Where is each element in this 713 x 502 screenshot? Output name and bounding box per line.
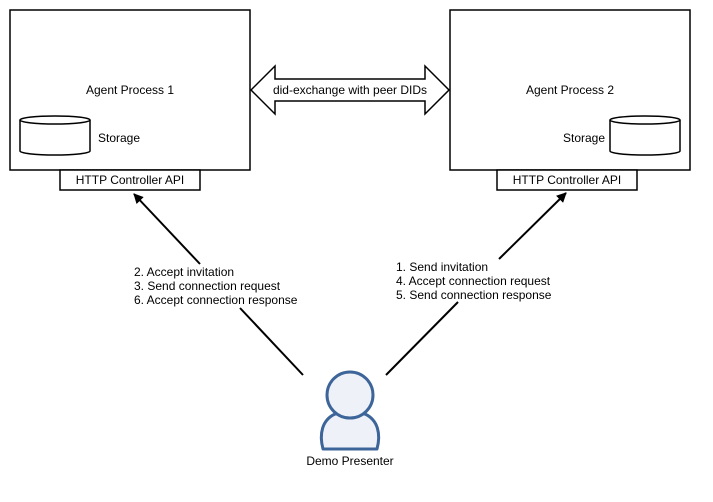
http-controller-api-2-label: HTTP Controller API <box>513 173 621 187</box>
right-step-1: 1. Send invitation <box>396 260 488 274</box>
agent-process-2: Agent Process 2 Storage HTTP Controller … <box>449 9 691 191</box>
right-step-3: 5. Send connection response <box>396 288 552 302</box>
http-controller-api-1-label: HTTP Controller API <box>76 173 184 187</box>
left-step-2: 3. Send connection request <box>134 279 281 293</box>
person-icon <box>319 370 381 451</box>
agent-process-1: Agent Process 1 Storage HTTP Controller … <box>9 9 251 191</box>
storage-cylinder-2 <box>609 115 681 156</box>
storage-cylinder-1 <box>19 115 91 156</box>
agent-process-1-title: Agent Process 1 <box>86 83 174 97</box>
left-step-1: 2. Accept invitation <box>134 265 234 279</box>
did-exchange-label: did-exchange with peer DIDs <box>273 83 427 97</box>
storage-label-1: Storage <box>98 131 140 145</box>
left-connector <box>133 193 304 376</box>
did-exchange-arrow: did-exchange with peer DIDs <box>249 64 451 116</box>
left-steps: 2. Accept invitation 3. Send connection … <box>134 265 298 307</box>
storage-label-2: Storage <box>563 131 605 145</box>
presenter-label: Demo Presenter <box>306 454 393 468</box>
right-step-2: 4. Accept connection request <box>396 274 551 288</box>
right-connector <box>385 192 567 376</box>
right-steps: 1. Send invitation 4. Accept connection … <box>396 260 552 302</box>
http-controller-api-1-box <box>59 169 201 191</box>
http-controller-api-2-box <box>496 169 638 191</box>
left-step-3: 6. Accept connection response <box>134 293 298 307</box>
agent-process-2-title: Agent Process 2 <box>526 83 614 97</box>
